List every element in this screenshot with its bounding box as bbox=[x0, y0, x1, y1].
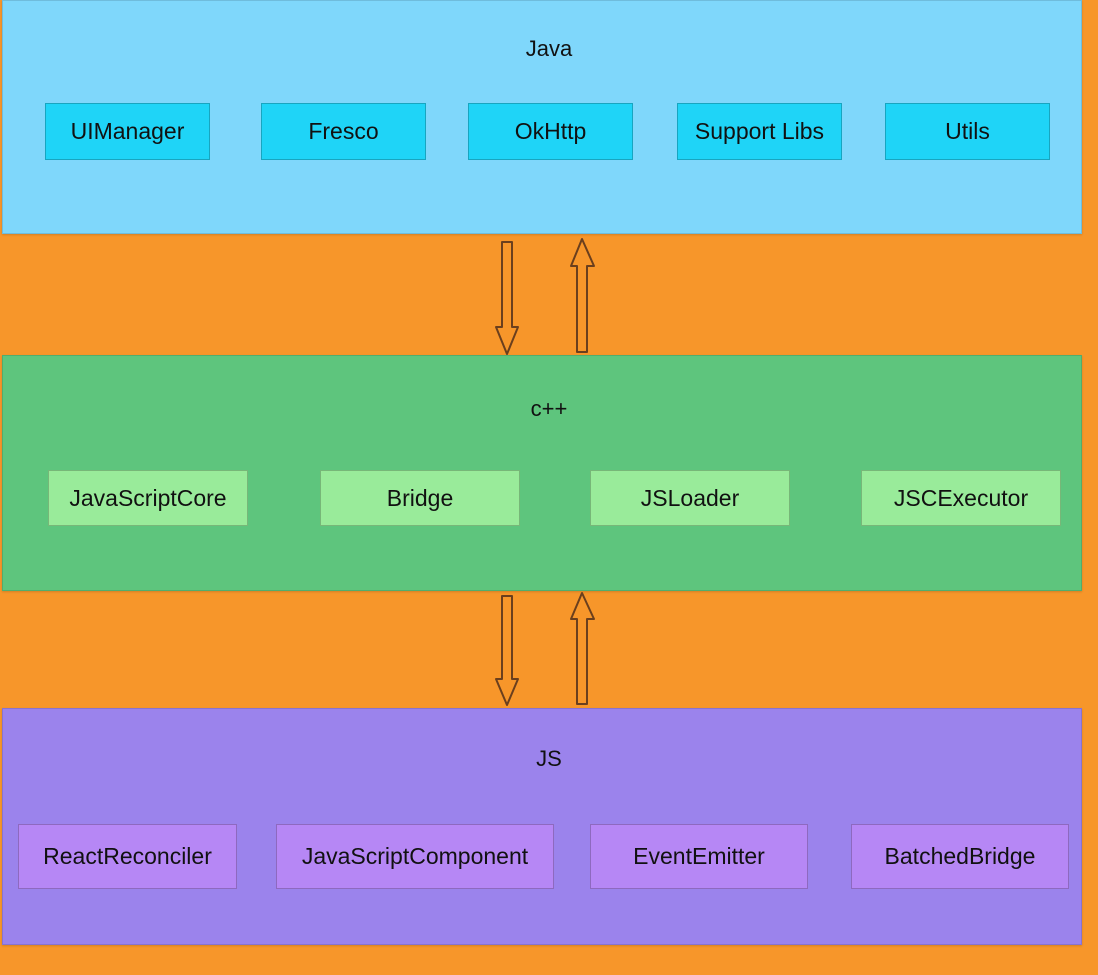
node-jsloader: JSLoader bbox=[590, 470, 790, 526]
node-uimanager: UIManager bbox=[45, 103, 210, 160]
node-reactreconciler: ReactReconciler bbox=[18, 824, 237, 889]
arrow-java-to-cpp bbox=[495, 241, 519, 355]
node-javascriptcore: JavaScriptCore bbox=[48, 470, 248, 526]
node-support-libs: Support Libs bbox=[677, 103, 842, 160]
node-jscexecutor: JSCExecutor bbox=[861, 470, 1061, 526]
node-batchedbridge: BatchedBridge bbox=[851, 824, 1069, 889]
arrow-cpp-to-js bbox=[495, 595, 519, 706]
node-fresco: Fresco bbox=[261, 103, 426, 160]
java-layer-title: Java bbox=[525, 36, 573, 61]
node-okhttp: OkHttp bbox=[468, 103, 633, 160]
cpp-layer-title: c++ bbox=[530, 396, 568, 421]
arrow-js-to-cpp bbox=[570, 592, 595, 705]
node-bridge: Bridge bbox=[320, 470, 520, 526]
arrow-cpp-to-java bbox=[570, 238, 595, 353]
js-layer-title: JS bbox=[536, 746, 562, 771]
node-javascriptcomponent: JavaScriptComponent bbox=[276, 824, 554, 889]
node-eventemitter: EventEmitter bbox=[590, 824, 808, 889]
node-utils: Utils bbox=[885, 103, 1050, 160]
